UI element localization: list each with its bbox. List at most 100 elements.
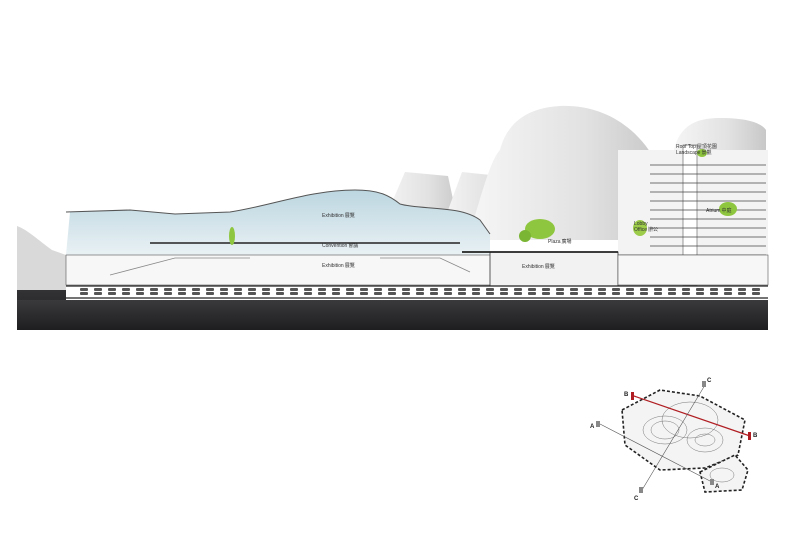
parked-car: [570, 288, 578, 291]
ramp-left: [109, 257, 250, 276]
parked-car: [318, 292, 326, 295]
key-marker-b-right: B: [753, 433, 758, 439]
parked-car: [486, 292, 494, 295]
parked-car: [94, 292, 102, 295]
parked-car: [444, 288, 452, 291]
parked-car: [318, 288, 326, 291]
parked-car: [360, 292, 368, 295]
parked-car: [472, 288, 480, 291]
section-b-marker-left: [631, 392, 634, 400]
exhibition-glass-volume: [66, 190, 490, 255]
parked-car: [192, 288, 200, 291]
parked-car: [710, 292, 718, 295]
section-line-b: [633, 395, 751, 437]
parked-car: [444, 292, 452, 295]
parked-car: [542, 292, 550, 295]
parked-car: [332, 292, 340, 295]
parked-car: [276, 288, 284, 291]
parked-car: [290, 288, 298, 291]
parked-car: [514, 292, 522, 295]
contour-lines: [642, 401, 735, 483]
parked-car: [304, 288, 312, 291]
parked-car: [206, 288, 214, 291]
parked-car: [402, 292, 410, 295]
parked-car: [262, 288, 270, 291]
parked-car: [598, 288, 606, 291]
parked-car: [542, 288, 550, 291]
parked-car: [500, 292, 508, 295]
key-marker-c-top: C: [707, 378, 712, 384]
trees: [229, 149, 737, 245]
parked-car: [262, 292, 270, 295]
parked-car: [514, 288, 522, 291]
parked-car: [346, 292, 354, 295]
parked-car: [472, 292, 480, 295]
site-outline-main: [621, 389, 746, 471]
parked-car: [206, 292, 214, 295]
parked-car: [388, 288, 396, 291]
parked-car: [556, 292, 564, 295]
parked-car: [738, 288, 746, 291]
parked-car: [710, 288, 718, 291]
parked-car: [696, 288, 704, 291]
ramp-right: [380, 257, 471, 273]
parked-car: [150, 292, 158, 295]
parked-car: [654, 292, 662, 295]
parked-car: [626, 288, 634, 291]
section-line-c: [641, 384, 706, 491]
parked-car: [682, 292, 690, 295]
parked-car: [640, 292, 648, 295]
parked-car: [402, 288, 410, 291]
parked-car: [584, 288, 592, 291]
label-convention: Convention會議: [322, 243, 359, 249]
label-landscape: Landscape景觀: [676, 150, 712, 156]
label-exhibition-upper: Exhibition展覽: [322, 213, 355, 219]
key-plan: [596, 381, 751, 493]
parked-car: [430, 292, 438, 295]
section-b-marker-right: [748, 432, 751, 440]
label-atrium: Atrium中庭: [706, 208, 732, 214]
parked-car: [668, 292, 676, 295]
parked-car: [234, 288, 242, 291]
parked-car: [682, 288, 690, 291]
parked-car: [122, 292, 130, 295]
parked-car: [164, 288, 172, 291]
parked-car: [80, 292, 88, 295]
key-marker-b-left: B: [624, 392, 629, 398]
key-marker-a-right: A: [715, 484, 720, 490]
parked-car: [724, 288, 732, 291]
parked-car: [458, 288, 466, 291]
parked-car: [178, 288, 186, 291]
parked-car: [738, 292, 746, 295]
parked-car: [136, 292, 144, 295]
parked-car: [416, 292, 424, 295]
parked-car: [80, 288, 88, 291]
label-plaza: Plaza廣場: [548, 239, 572, 245]
parked-car: [486, 288, 494, 291]
parked-car: [122, 288, 130, 291]
parked-car: [150, 288, 158, 291]
parked-car: [346, 288, 354, 291]
key-marker-c-bottom: C: [634, 496, 639, 502]
parked-car: [556, 288, 564, 291]
parked-car: [234, 292, 242, 295]
parked-car: [164, 292, 172, 295]
parked-car: [570, 292, 578, 295]
parked-car: [752, 292, 760, 295]
parked-car: [654, 288, 662, 291]
parked-car: [108, 292, 116, 295]
section-line-a: [599, 423, 713, 483]
parking-cars: [80, 288, 760, 295]
tower-base: [617, 254, 769, 286]
parked-car: [724, 292, 732, 295]
parked-car: [136, 288, 144, 291]
parked-car: [388, 292, 396, 295]
parked-car: [416, 288, 424, 291]
key-marker-a-left: A: [590, 424, 595, 430]
parked-car: [276, 292, 284, 295]
parked-car: [220, 288, 228, 291]
parked-car: [248, 292, 256, 295]
parked-car: [668, 288, 676, 291]
